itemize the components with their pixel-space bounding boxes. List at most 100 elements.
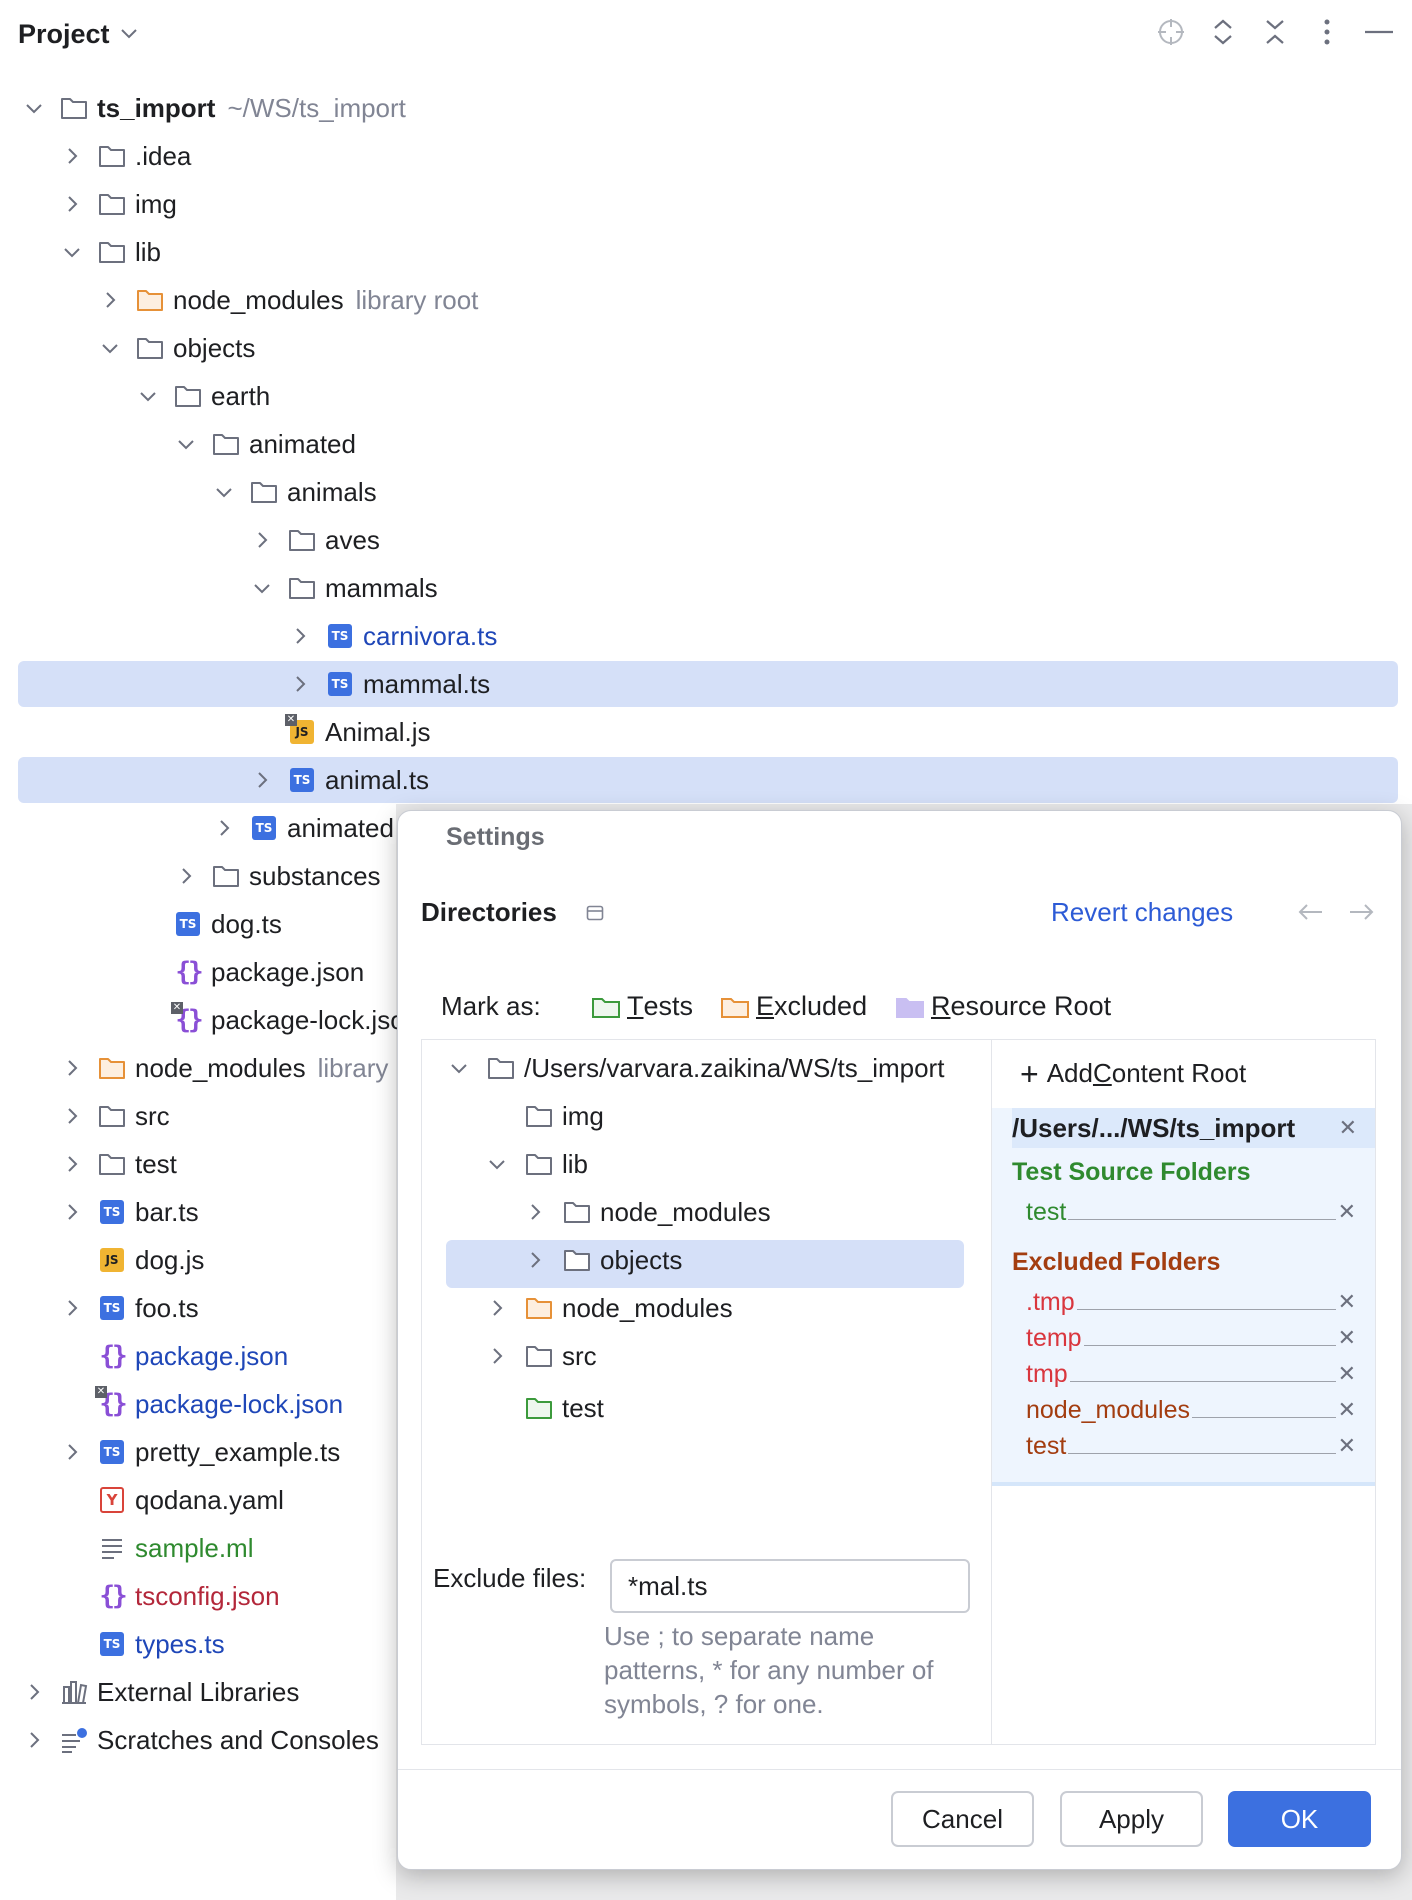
chevron-down-icon[interactable] <box>137 385 159 407</box>
directory-tree-item[interactable]: lib <box>486 1142 588 1186</box>
directory-tree-item[interactable]: objects <box>524 1238 682 1282</box>
exclude-files-input[interactable] <box>610 1559 970 1613</box>
chevron-right-icon[interactable] <box>486 1297 508 1319</box>
project-tree-item[interactable]: {}✕package-lock.json <box>0 1382 343 1426</box>
remove-folder-icon[interactable]: ✕ <box>1337 1361 1356 1387</box>
chevron-down-icon[interactable] <box>175 433 197 455</box>
chevron-right-icon[interactable] <box>486 1345 508 1367</box>
remove-folder-icon[interactable]: ✕ <box>1337 1325 1356 1351</box>
cancel-button[interactable]: Cancel <box>891 1791 1034 1847</box>
project-tree-item[interactable]: .idea <box>0 134 191 178</box>
project-tree-item[interactable]: img <box>0 182 177 226</box>
more-icon[interactable] <box>1309 14 1345 50</box>
chevron-right-icon[interactable] <box>61 1057 83 1079</box>
chevron-down-icon[interactable] <box>99 337 121 359</box>
forward-arrow-icon[interactable] <box>1348 901 1376 928</box>
project-tree-item[interactable]: src <box>0 1094 170 1138</box>
chevron-right-icon[interactable] <box>524 1201 546 1223</box>
project-tree-item[interactable]: Scratches and Consoles <box>0 1718 379 1762</box>
project-tree-item[interactable]: JS✕Animal.js <box>0 710 430 754</box>
collapse-all-icon[interactable] <box>1257 14 1293 50</box>
directory-tree-item[interactable]: test <box>486 1386 604 1430</box>
chevron-down-icon[interactable] <box>448 1057 470 1079</box>
project-tree-item[interactable]: {}package.json <box>0 1334 288 1378</box>
remove-folder-icon[interactable]: ✕ <box>1337 1433 1356 1459</box>
chevron-right-icon[interactable] <box>289 625 311 647</box>
chevron-right-icon[interactable] <box>99 289 121 311</box>
chevron-right-icon[interactable] <box>213 817 235 839</box>
minimize-icon[interactable] <box>1361 14 1397 50</box>
directory-tree-item[interactable]: src <box>486 1334 597 1378</box>
project-tree-item[interactable]: External Libraries <box>0 1670 299 1714</box>
project-tree-item[interactable]: ts_import~/WS/ts_import <box>0 86 406 130</box>
chevron-right-icon[interactable] <box>289 673 311 695</box>
expand-all-icon[interactable] <box>1205 14 1241 50</box>
excluded-folder-row[interactable]: test✕ <box>1026 1428 1356 1464</box>
project-tree-item[interactable]: {}tsconfig.json <box>0 1574 279 1618</box>
remove-folder-icon[interactable]: ✕ <box>1337 1289 1356 1315</box>
chevron-right-icon[interactable] <box>524 1249 546 1271</box>
remove-folder-icon[interactable]: ✕ <box>1337 1397 1356 1423</box>
project-tree-item[interactable]: animated <box>0 422 356 466</box>
chevron-right-icon[interactable] <box>251 529 273 551</box>
project-tree-item[interactable]: test <box>0 1142 177 1186</box>
directory-tree-item[interactable]: node_modules <box>524 1190 771 1234</box>
chevron-right-icon[interactable] <box>61 1441 83 1463</box>
content-root-path[interactable]: /Users/.../WS/ts_import ✕ <box>1012 1108 1375 1148</box>
excluded-folder-row[interactable]: node_modules✕ <box>1026 1392 1356 1428</box>
project-tree-item[interactable]: mammals <box>0 566 438 610</box>
remove-root-icon[interactable]: ✕ <box>1338 1115 1357 1141</box>
project-tree-item[interactable]: animals <box>0 470 377 514</box>
chevron-down-icon[interactable] <box>486 1153 508 1175</box>
project-tree-item[interactable]: earth <box>0 374 270 418</box>
chevron-right-icon[interactable] <box>251 769 273 791</box>
directory-tree-item[interactable]: img <box>486 1094 604 1138</box>
revert-changes-link[interactable]: Revert changes <box>1051 897 1234 927</box>
ok-button[interactable]: OK <box>1228 1791 1371 1847</box>
project-tree-item[interactable]: lib <box>0 230 161 274</box>
project-tree-item[interactable]: {}package.json <box>0 950 364 994</box>
project-tree-item[interactable]: substances <box>0 854 381 898</box>
excluded-folder-row[interactable]: temp✕ <box>1026 1320 1356 1356</box>
chevron-right-icon[interactable] <box>61 1105 83 1127</box>
remove-folder-icon[interactable]: ✕ <box>1337 1199 1356 1225</box>
project-tree-item[interactable]: aves <box>0 518 380 562</box>
chevron-right-icon[interactable] <box>61 145 83 167</box>
chevron-right-icon[interactable] <box>175 865 197 887</box>
excluded-folder-row[interactable]: .tmp✕ <box>1026 1284 1356 1320</box>
test-source-folder-row[interactable]: test✕ <box>1026 1194 1356 1230</box>
chevron-right-icon[interactable] <box>23 1729 45 1751</box>
chevron-down-icon[interactable] <box>213 481 235 503</box>
apply-button[interactable]: Apply <box>1060 1791 1203 1847</box>
chevron-right-icon[interactable] <box>61 193 83 215</box>
project-tree-item[interactable]: {}✕package-lock.json <box>0 998 419 1042</box>
chevron-right-icon[interactable] <box>61 1297 83 1319</box>
project-panel-title[interactable]: Project <box>18 19 110 49</box>
chevron-down-icon[interactable] <box>118 22 140 49</box>
directory-tree-item[interactable]: node_modules <box>486 1286 733 1330</box>
excluded-folder-row[interactable]: tmp✕ <box>1026 1356 1356 1392</box>
chevron-down-icon[interactable] <box>61 241 83 263</box>
project-tree-item[interactable]: sample.ml <box>0 1526 253 1570</box>
chevron-down-icon[interactable] <box>251 577 273 599</box>
directory-tree-item[interactable]: /Users/varvara.zaikina/WS/ts_import <box>448 1046 944 1090</box>
back-arrow-icon[interactable] <box>1296 901 1324 928</box>
chevron-right-icon[interactable] <box>23 1681 45 1703</box>
target-icon[interactable] <box>1153 14 1189 50</box>
